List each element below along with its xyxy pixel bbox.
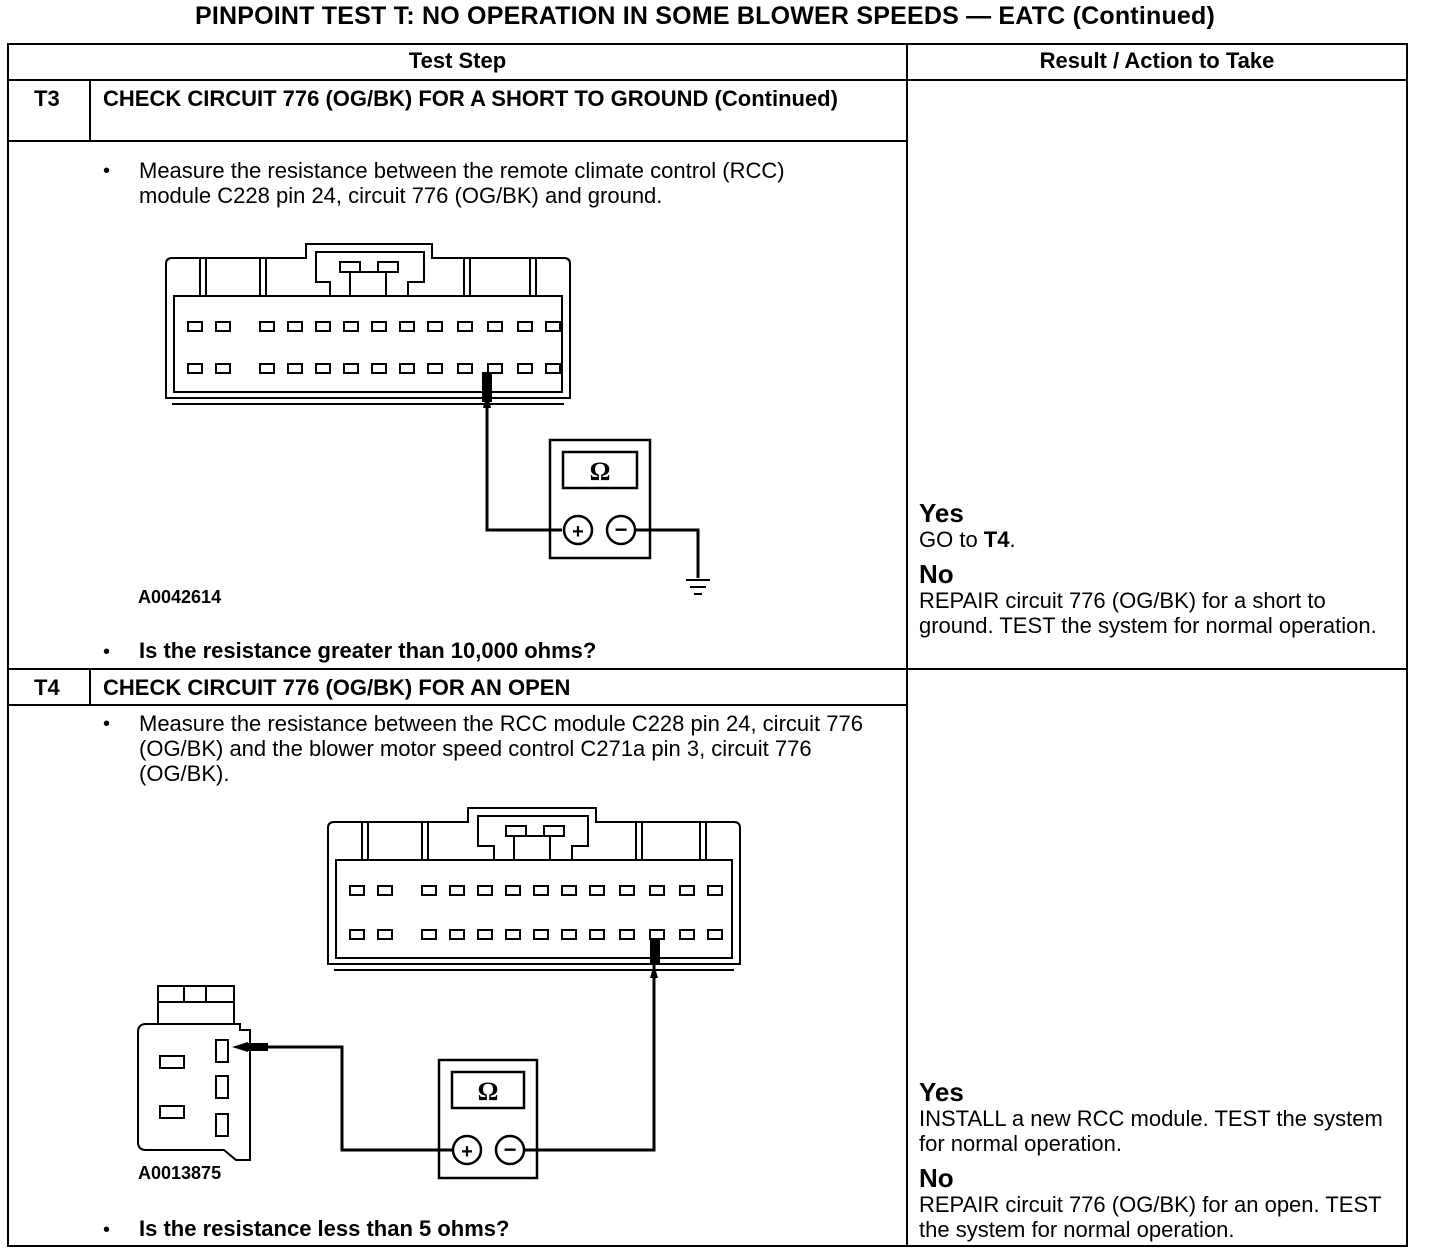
header-result: Result / Action to Take	[1039, 48, 1275, 73]
pin-cavity	[707, 885, 723, 896]
pin-cavity	[215, 321, 231, 332]
pin-cavity	[349, 929, 365, 940]
step-title: CHECK CIRCUIT 776 (OG/BK) FOR AN OPEN	[103, 675, 571, 700]
no-action: REPAIR circuit 776 (OG/BK) for an open. …	[919, 1192, 1382, 1242]
pin-cavity	[427, 321, 443, 332]
pin-cavity	[589, 885, 605, 896]
pin-cavity	[349, 885, 365, 896]
pin-cavity	[371, 363, 387, 374]
svg-text:−: −	[504, 1137, 517, 1162]
connector-c228-c271a-diagram: Ω + −	[137, 807, 741, 1180]
pin-cavity	[377, 885, 393, 896]
pin-cavity	[343, 363, 359, 374]
pin-cavity	[679, 929, 695, 940]
figure-id: A0042614	[138, 587, 222, 607]
pin-cavity	[545, 321, 561, 332]
yes-label: Yes	[919, 498, 964, 528]
pin-cavity	[187, 321, 203, 332]
step-title: CHECK CIRCUIT 776 (OG/BK) FOR A SHORT TO…	[103, 86, 838, 111]
pin-cavity	[449, 885, 465, 896]
result-t4: Yes INSTALL a new RCC module. TEST the s…	[919, 1078, 1401, 1242]
pin-cavity	[707, 929, 723, 940]
page-title: PINPOINT TEST T: NO OPERATION IN SOME BL…	[194, 2, 1216, 30]
pin-cavity	[487, 363, 503, 374]
svg-text:+: +	[572, 521, 584, 543]
pin-cavity	[215, 363, 231, 374]
svg-text:+: +	[461, 1141, 473, 1163]
bullet-icon: •	[103, 160, 111, 182]
pin-cavity	[457, 321, 473, 332]
step-number: T4	[34, 675, 60, 700]
yes-label: Yes	[919, 1077, 964, 1107]
ohm-symbol: Ω	[478, 1077, 499, 1106]
pin-cavity	[187, 363, 203, 374]
yes-action: GO to T4.	[919, 527, 1016, 552]
no-action: REPAIR circuit 776 (OG/BK) for a short t…	[919, 588, 1377, 638]
no-label: No	[919, 1163, 954, 1193]
header-test-step: Test Step	[408, 48, 507, 73]
pin-cavity	[545, 363, 561, 374]
step-question: Is the resistance less than 5 ohms?	[139, 1216, 510, 1241]
result-t3: Yes GO to T4. No REPAIR circuit 776 (OG/…	[919, 499, 1401, 638]
pin-cavity	[619, 929, 635, 940]
pin-cavity	[561, 885, 577, 896]
pin-cavity	[315, 321, 331, 332]
yes-action: INSTALL a new RCC module. TEST the syste…	[919, 1106, 1383, 1156]
pin-cavity	[561, 929, 577, 940]
svg-text:−: −	[615, 517, 628, 542]
step-instruction: Measure the resistance between the remot…	[139, 158, 785, 208]
pin-cavity	[533, 929, 549, 940]
pin-cavity	[287, 363, 303, 374]
pin-cavity	[421, 929, 437, 940]
pin-cavity	[259, 321, 275, 332]
pin-cavity	[589, 929, 605, 940]
pin-cavity	[517, 363, 533, 374]
pin-cavity	[287, 321, 303, 332]
pin-cavity	[533, 885, 549, 896]
pin-cavity	[517, 321, 533, 332]
pin-cavity	[487, 321, 503, 332]
pin-cavity	[619, 885, 635, 896]
step-question: Is the resistance greater than 10,000 oh…	[139, 638, 597, 663]
pin-cavity	[649, 929, 665, 940]
no-label: No	[919, 559, 954, 589]
bullet-icon: •	[103, 1219, 111, 1241]
pin-cavity	[457, 363, 473, 374]
pin-cavity	[421, 885, 437, 896]
pin-cavity	[427, 363, 443, 374]
step-instruction: Measure the resistance between the RCC m…	[139, 711, 863, 786]
pin-cavity	[449, 929, 465, 940]
pin-cavity	[399, 321, 415, 332]
step-number: T3	[34, 86, 60, 111]
figure-id: A0013875	[138, 1163, 222, 1183]
pin-cavity	[259, 363, 275, 374]
pin-cavity	[371, 321, 387, 332]
pin-cavity	[377, 929, 393, 940]
pin-cavity	[505, 885, 521, 896]
pin-cavity	[343, 321, 359, 332]
connector-c228-diagram: Ω + −	[165, 243, 710, 595]
pin-cavity	[679, 885, 695, 896]
bullet-icon: •	[103, 713, 111, 735]
bullet-icon: •	[103, 641, 111, 663]
pin-cavity	[477, 885, 493, 896]
pin-cavity	[399, 363, 415, 374]
ohm-symbol: Ω	[590, 457, 611, 486]
pin-cavity	[505, 929, 521, 940]
pin-cavity	[649, 885, 665, 896]
pin-cavity	[315, 363, 331, 374]
pin-cavity	[477, 929, 493, 940]
